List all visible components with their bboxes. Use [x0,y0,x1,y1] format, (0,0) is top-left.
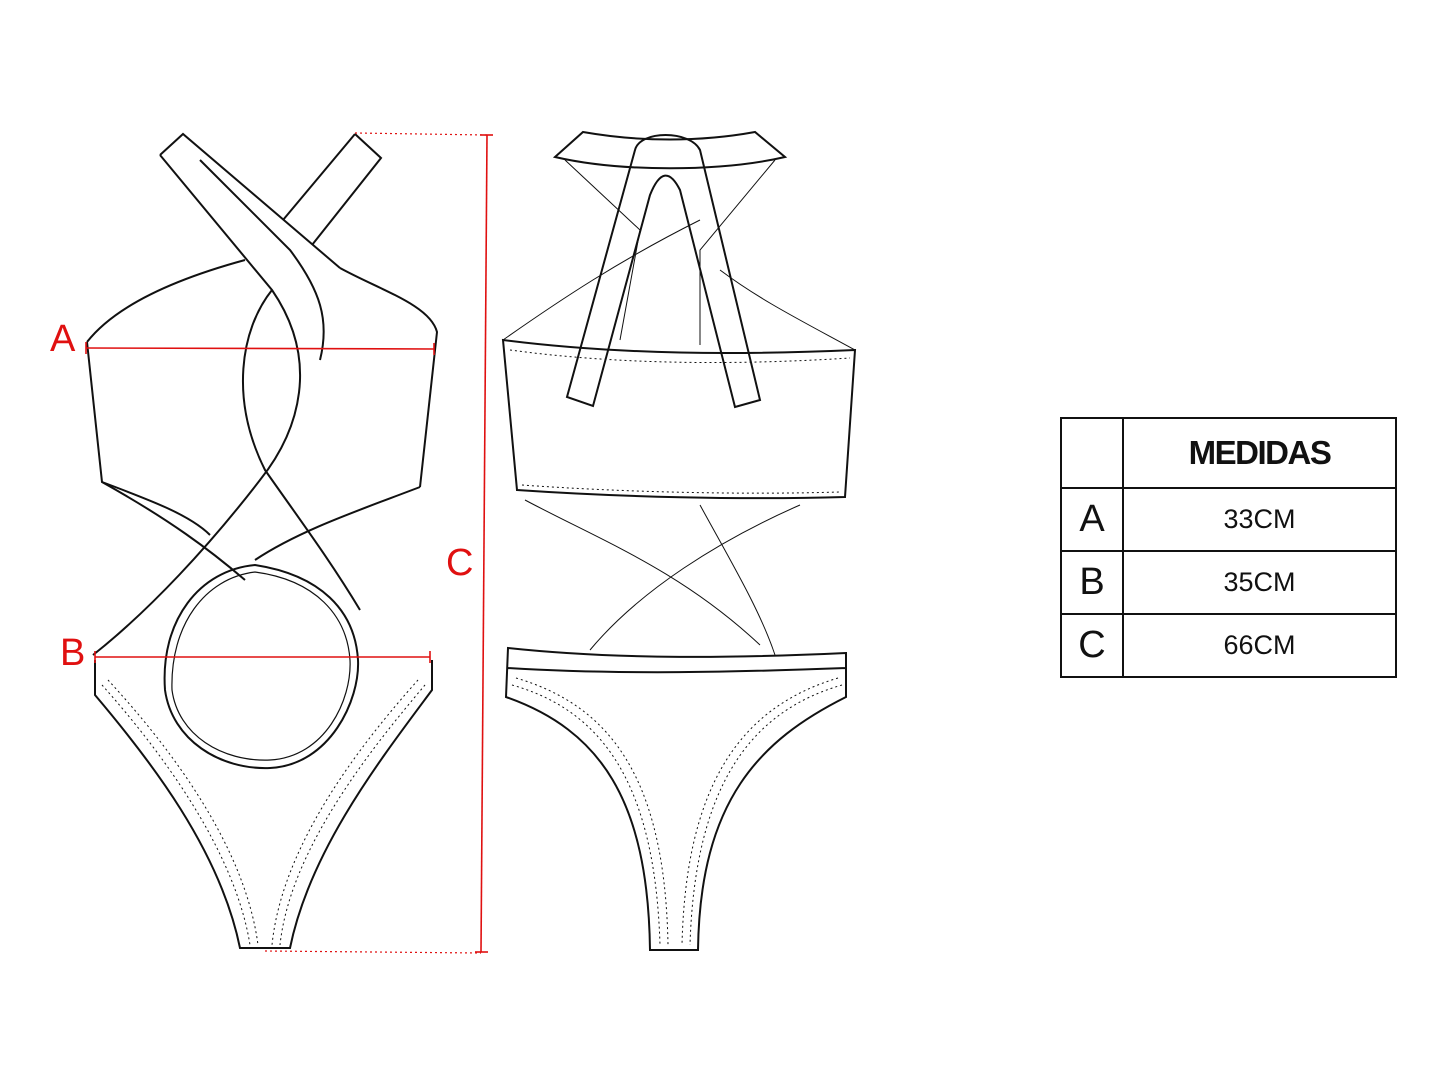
measurement-lines [85,132,493,954]
front-circle-inner [171,571,351,761]
row-value: 33CM [1122,487,1397,552]
back-bodice [501,338,857,500]
back-tie-strap [565,134,762,409]
row-key: B [1060,550,1124,615]
table-row: C 66CM [1060,613,1397,678]
table-header-row: MEDIDAS [1060,417,1397,489]
front-strap-wide [92,132,341,656]
label-a: A [50,318,76,360]
front-bottom-stitch [101,679,426,946]
back-neck-band [552,130,788,170]
back-thin-straps [502,159,856,656]
front-view [86,132,439,949]
measurements-table: MEDIDAS A 33CM B 35CM C 66CM [1060,417,1397,678]
front-cross-band [101,289,361,611]
front-circle-cutout [163,563,360,770]
back-bodice-stitch [509,349,851,494]
measure-a-line [85,347,435,350]
back-bottom [504,646,847,951]
row-key: A [1060,487,1124,552]
table-row: B 35CM [1060,550,1397,615]
row-key: C [1060,613,1124,678]
front-strap-narrow [282,133,383,246]
row-value: 35CM [1122,550,1397,615]
back-view [501,130,857,951]
back-bottom-stitch [511,677,843,946]
front-bottom [94,660,433,949]
front-bodice [86,259,439,561]
table-row: A 33CM [1060,487,1397,552]
label-c: C [446,542,474,584]
label-b: B [60,632,86,674]
measure-c-line [480,134,488,953]
table-title: MEDIDAS [1122,417,1397,489]
row-value: 66CM [1122,613,1397,678]
